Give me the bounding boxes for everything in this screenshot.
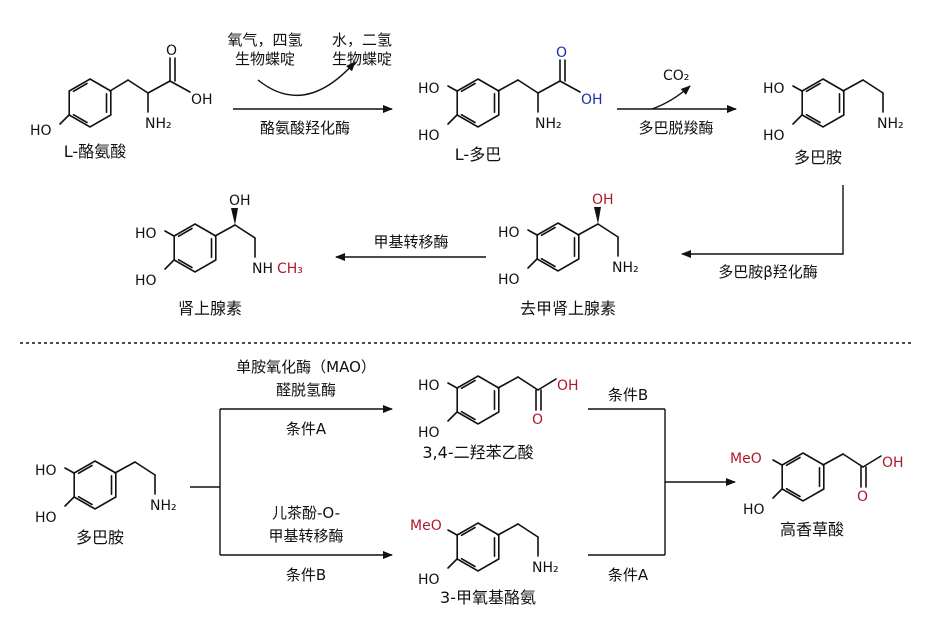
reaction-arrow-dbh: 多巴胺β羟化酶 [681,185,844,281]
molecule-dopac: HO HO OH O 3,4-二羟苯乙酸 [418,375,579,462]
enzyme-label: 甲基转移酶 [373,233,448,251]
compound-name: 3,4-二羟苯乙酸 [422,443,533,462]
atom-label: NH [252,261,273,277]
atom-label: HO [418,128,440,144]
atom-label: NH₂ [612,260,639,276]
reaction-arrow-decarboxylase: CO₂ 多巴脱羧酶 [617,68,737,137]
enzyme-label: 醛脱氢酶 [276,381,336,399]
molecule-dopamine: HO HO NH₂ 多巴胺 [763,78,904,167]
enzyme-label: 多巴脱羧酶 [638,119,713,137]
atom-label: MeO [410,518,442,534]
atom-label: MeO [730,451,762,467]
atom-label: OH [191,92,213,108]
molecule-hva: MeO HO OH O 高香草酸 [730,451,904,539]
cofactor-product: 生物蝶啶 [332,50,392,68]
condition-label: 条件A [608,566,649,584]
atom-label: HO [35,510,57,526]
enzyme-label: 儿茶酚-O- [272,504,340,522]
atom-label: NH₂ [532,560,559,576]
atom-label: OH [229,193,251,209]
merge-arrows-right: 条件B 条件A [588,386,736,584]
cofactor-product: 水，二氢 [332,31,392,49]
enzyme-label: 酪氨酸羟化酶 [260,119,350,137]
molecule-norepinephrine: HO HO OH NH₂ 去甲肾上腺素 [498,192,639,318]
molecule-tyrosine: HO NH₂ O OH L-酪氨酸 [30,43,213,161]
atom-label: NH₂ [145,116,172,132]
atom-label: HO [418,425,440,441]
atom-label: HO [30,123,52,139]
molecule-methoxytyramine: MeO HO NH₂ 3-甲氧基酪氨 [410,518,559,607]
atom-label: HO [763,128,785,144]
atom-label: O [857,489,868,505]
atom-label: OH [592,192,614,208]
atom-label: HO [418,81,440,97]
branch-arrows-left: 单胺氧化酶（MAO） 醛脱氢酶 条件A 儿茶酚-O- 甲基转移酶 条件B [190,358,393,584]
compound-name: 多巴胺 [76,528,124,547]
byproduct-co2: CO₂ [663,68,689,84]
compound-name: 多巴胺 [794,148,842,167]
atom-label: HO [418,572,440,588]
atom-label: OH [557,378,579,394]
atom-label: OH [882,455,904,471]
compound-name: 高香草酸 [780,520,844,539]
atom-label: HO [135,273,157,289]
compound-name: L-酪氨酸 [64,142,126,161]
compound-name: 3-甲氧基酪氨 [440,588,536,607]
atom-label: HO [418,378,440,394]
atom-label: NH₂ [150,498,177,514]
compound-name: 去甲肾上腺素 [520,299,616,318]
atom-label: OH [581,92,603,108]
atom-label: NH₂ [877,116,904,132]
atom-label: O [532,412,543,428]
atom-label: HO [763,81,785,97]
molecule-dopamine-bottom: HO HO NH₂ 多巴胺 [35,460,177,547]
compound-name: L-多巴 [455,145,501,164]
atom-label: HO [35,463,57,479]
compound-name: 肾上腺素 [178,299,242,318]
cofactor-reactant: 生物蝶啶 [235,50,295,68]
condition-label: 条件B [286,566,326,584]
molecule-epinephrine: HO HO OH NH CH₃ 肾上腺素 [135,193,303,318]
enzyme-label: 甲基转移酶 [268,527,343,545]
cofactor-reactant: 氧气，四氢 [227,31,302,49]
atom-label: CH₃ [277,261,303,277]
atom-label: HO [498,225,520,241]
atom-label: O [166,43,177,59]
atom-label: O [556,45,567,61]
atom-label: HO [135,226,157,242]
molecule-ldopa: HO HO NH₂ O OH L-多巴 [418,45,603,164]
condition-label: 条件B [608,386,648,404]
enzyme-label: 单胺氧化酶（MAO） [236,358,376,376]
enzyme-label: 多巴胺β羟化酶 [718,263,818,281]
atom-label: NH₂ [535,116,562,132]
atom-label: HO [743,502,765,518]
condition-label: 条件A [286,420,327,438]
atom-label: HO [498,272,520,288]
reaction-arrow-methyltransferase: 甲基转移酶 [335,233,486,261]
reaction-arrow-hydroxylase: 氧气，四氢 生物蝶啶 水，二氢 生物蝶啶 酪氨酸羟化酶 [227,31,393,137]
